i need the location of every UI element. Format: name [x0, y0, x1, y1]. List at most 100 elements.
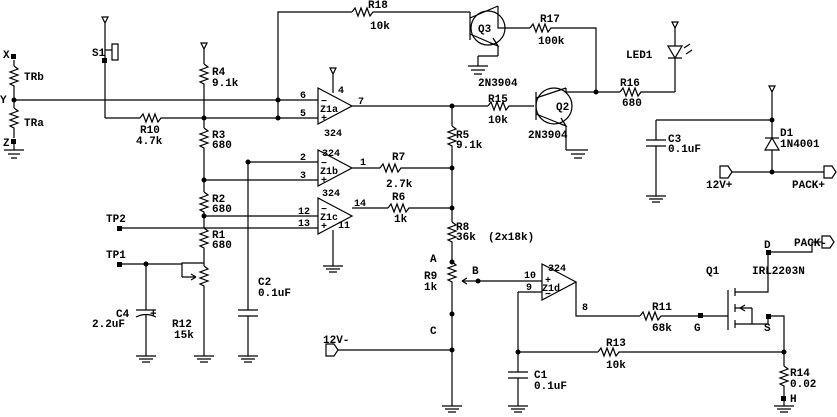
r17-ref: R17 — [540, 14, 560, 26]
r7-resistor — [379, 162, 452, 174]
r3-ref: R3 — [212, 130, 226, 142]
c1-ref: C1 — [534, 370, 548, 382]
c3-value: 0.1uF — [668, 144, 701, 156]
port-12v-plus-label: 12V+ — [706, 180, 733, 192]
battery-divider: X Y Z TRb TRa — [0, 50, 44, 159]
led1-ref: LED1 — [626, 50, 653, 62]
r4-value: 9.1k — [212, 78, 239, 90]
z1a-pin-4: 4 — [338, 86, 344, 97]
d1-ref: D1 — [780, 128, 794, 140]
node-z-label: Z — [3, 138, 10, 150]
r13-ref: R13 — [606, 338, 626, 350]
sense-divider: R5 9.1k R8 36k (2x18k) A R9 1k B C — [424, 106, 534, 413]
z1b-opamp: − + Z1b 2 3 1 324 — [300, 149, 366, 187]
port-12v-plus — [719, 165, 733, 179]
z1c-opamp: − + Z1c 13 12 14 11 324 — [298, 189, 366, 273]
port-pack-minus-label: PACK- — [794, 238, 827, 250]
r15-ref: R15 — [488, 94, 508, 106]
c4-plus: + — [150, 309, 157, 321]
z1d-opamp: + − Z1d 10 9 8 324 — [478, 263, 588, 314]
r13-resistor — [597, 346, 784, 358]
reference-divider: R4 9.1k R3 680 R2 680 R1 680 R12 15k — [172, 42, 239, 363]
q3-transistor: Q3 2N3904 — [468, 5, 518, 90]
z1a-pin-5: 5 — [300, 109, 306, 120]
port-pack-minus — [821, 235, 835, 249]
z1d-pin-9: 9 — [526, 283, 532, 294]
z1b-pin-2: 2 — [300, 153, 306, 164]
port-12v-minus-label: 12V- — [323, 335, 349, 347]
node-s-label: S — [764, 323, 771, 335]
r5-resistor — [446, 125, 458, 208]
r8-note: (2x18k) — [488, 232, 534, 244]
z1b-part: 324 — [322, 149, 340, 160]
z1a-minus: − — [321, 97, 327, 108]
r5-ref: R5 — [456, 130, 470, 142]
led1: LED1 — [626, 21, 693, 92]
c2-value: 0.1uF — [258, 288, 291, 300]
node-y-label: Y — [0, 95, 7, 107]
port-pack-plus — [823, 165, 837, 179]
z1c-pin-11: 11 — [338, 221, 350, 232]
q2-transistor: Q2 2N3904 — [528, 87, 596, 159]
trb-resistor — [8, 65, 20, 96]
r6-value: 1k — [394, 214, 408, 226]
node-b-label: B — [472, 266, 479, 278]
q1-mosfet: Q1 IRL2203N D S — [706, 240, 822, 352]
r8-value: 36k — [456, 232, 476, 244]
z1a-part: 324 — [324, 129, 342, 140]
r13-value: 10k — [606, 360, 626, 372]
z1c-minus: − — [321, 205, 327, 216]
tp1-label: TP1 — [106, 250, 126, 262]
r12-potentiometer — [198, 265, 210, 356]
tp2-label: TP2 — [106, 214, 126, 226]
r16-ref: R16 — [620, 78, 640, 90]
r2-value: 680 — [212, 204, 232, 216]
r4-ref: R4 — [212, 67, 226, 79]
z1b-pin-3: 3 — [300, 171, 306, 182]
c1-value: 0.1uF — [534, 381, 567, 393]
z1a-pin-6: 6 — [300, 91, 306, 102]
r17-value: 100k — [538, 36, 565, 48]
r8-resistor — [446, 221, 458, 262]
r8-ref: R8 — [456, 222, 470, 234]
charger-input: C3 0.1uF D1 1N4001 12V+ PACK+ — [646, 85, 837, 203]
r10-ref: R10 — [140, 125, 160, 137]
node-g-label: G — [694, 323, 701, 335]
node-c-label: C — [430, 326, 437, 338]
trb-ref: TRb — [24, 72, 44, 84]
r1-ref: R1 — [212, 230, 226, 242]
c3-ref: C3 — [668, 134, 682, 146]
tra-ref: TRa — [24, 118, 44, 130]
r15-resistor — [487, 100, 534, 112]
z1b-minus: − — [321, 159, 327, 170]
c4-value: 2.2uF — [92, 319, 125, 331]
r10-resistor — [139, 112, 200, 124]
r7-ref: R7 — [392, 152, 405, 164]
c1-capacitor: C1 0.1uF — [508, 352, 567, 413]
z1a-opamp: − + Z1a 6 5 4 7 324 — [300, 67, 364, 140]
z1a-plus: + — [321, 114, 327, 125]
r10-value: 4.7k — [136, 136, 163, 148]
r11-resistor — [639, 310, 700, 322]
z1d-part: 324 — [548, 264, 566, 275]
r9-potentiometer — [446, 261, 458, 314]
r14-shunt: R14 0.02 H — [774, 352, 816, 413]
r14-value: 0.02 — [790, 379, 816, 391]
q2-part: 2N3904 — [528, 130, 568, 142]
z1d-pin-10: 10 — [524, 271, 536, 282]
q3-ref: Q3 — [478, 24, 492, 36]
r17-resistor — [529, 22, 597, 92]
port-12v-minus — [325, 343, 339, 357]
r16-resistor — [619, 86, 675, 98]
z1a-pin-7: 7 — [358, 97, 364, 108]
r4-resistor — [198, 63, 210, 118]
r7-value: 2.7k — [386, 179, 413, 191]
r14-ref: R14 — [790, 368, 810, 380]
z1b-ref: Z1b — [320, 166, 338, 178]
r18-resistor — [351, 6, 470, 18]
q1-part: IRL2203N — [752, 266, 805, 278]
ground-symbol — [4, 149, 24, 159]
c2-capacitor: C2 0.1uF — [238, 159, 291, 363]
z1c-ref: Z1c — [320, 213, 338, 224]
